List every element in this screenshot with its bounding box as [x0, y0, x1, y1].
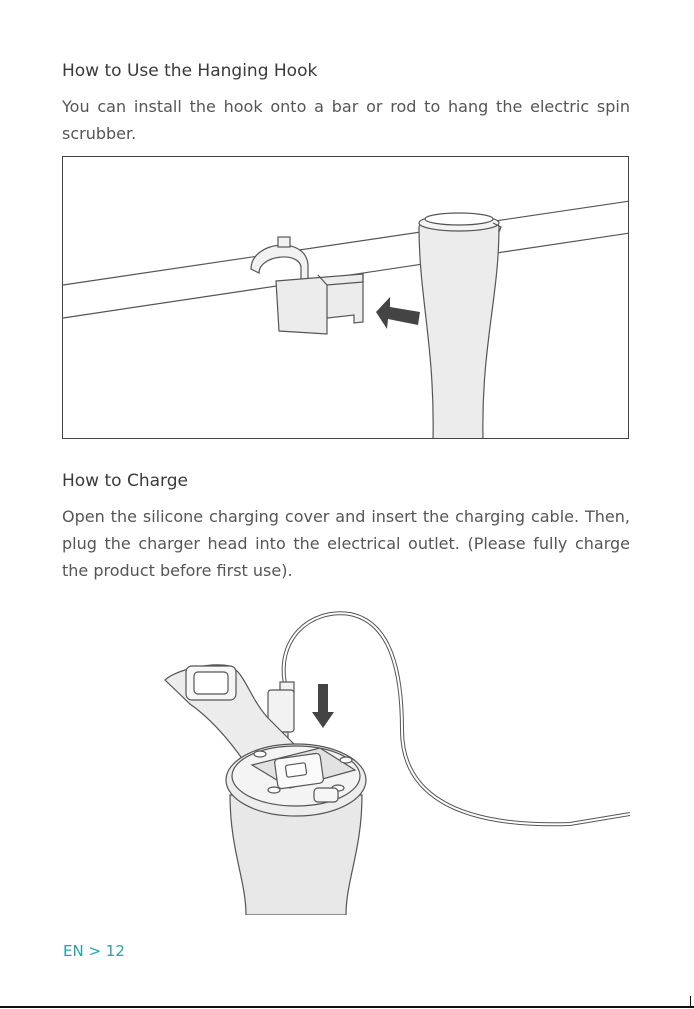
section-heading-charge: How to Charge — [62, 471, 188, 491]
corner-tick — [690, 996, 691, 1008]
hanging-hook-illustration — [62, 156, 629, 439]
bottom-rule — [0, 1006, 694, 1008]
section-body-hanging-hook: You can install the hook onto a bar or r… — [62, 97, 630, 143]
charging-illustration — [150, 600, 631, 916]
silicone-charging-cover-icon — [164, 664, 302, 771]
section-heading-hanging-hook: How to Use the Hanging Hook — [62, 61, 318, 81]
charging-drawing — [164, 611, 631, 916]
hanging-hook-icon — [250, 236, 364, 335]
hook-bar-scrubber-drawing — [63, 200, 628, 438]
page-number: EN > 12 — [63, 942, 125, 960]
down-arrow-icon — [312, 684, 334, 728]
scrubber-body-icon — [225, 743, 367, 916]
rod-top-edge — [63, 200, 628, 286]
insert-arrow-icon — [376, 297, 420, 329]
spin-scrubber-handle-icon — [418, 212, 502, 438]
section-body-charge: Open the silicone charging cover and ins… — [62, 507, 630, 580]
